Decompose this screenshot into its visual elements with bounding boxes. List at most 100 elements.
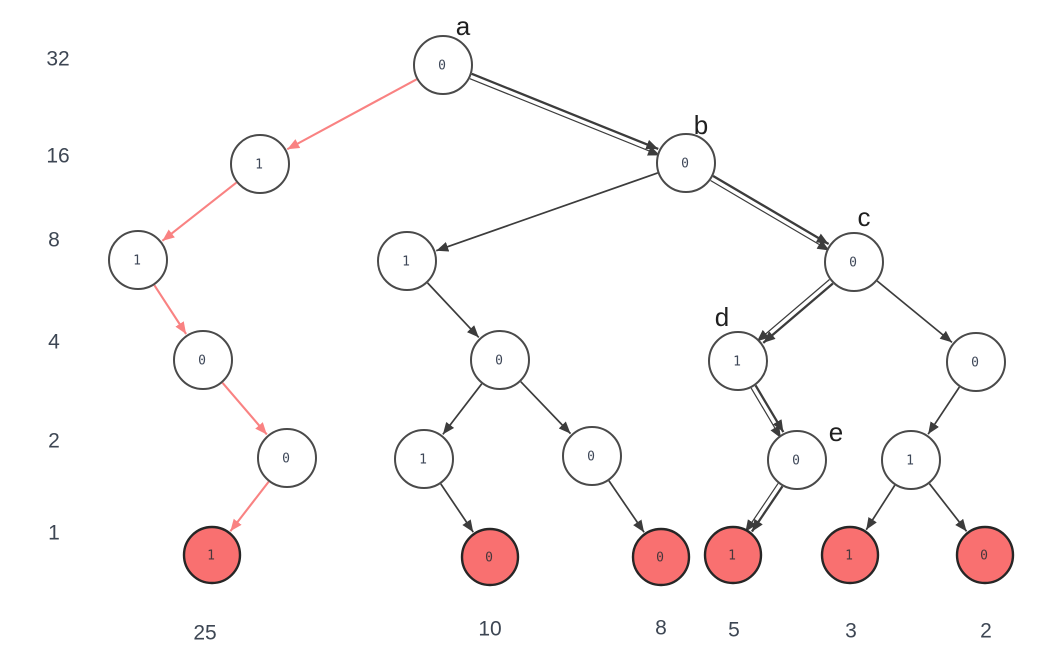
node-digit: 1 bbox=[728, 549, 736, 564]
node-circle bbox=[173, 330, 233, 390]
bottom-label-3: 3 bbox=[845, 620, 857, 643]
node-n8M: 1 bbox=[377, 231, 437, 291]
node-circle bbox=[108, 230, 168, 290]
edge-c-d-thick bbox=[762, 282, 834, 344]
node-leaf8: 0 bbox=[631, 527, 691, 587]
node-digit: 1 bbox=[906, 454, 914, 469]
node-digit: 0 bbox=[282, 452, 290, 467]
edge-n2R-leaf2 bbox=[928, 483, 968, 532]
node-n2M1: 1 bbox=[394, 429, 454, 489]
node-circle bbox=[377, 231, 437, 291]
leaf-node-circle bbox=[631, 527, 691, 587]
edge-e-leaf5-thin bbox=[744, 483, 779, 533]
nodes-layer: 0 a 1 0 b 1 1 0 c 0 0 1 d 0 0 1 0 0 e 1 1 0 0 1 1 0 bbox=[108, 11, 1015, 587]
edge-n8L-n4L bbox=[153, 284, 187, 335]
node-digit: 1 bbox=[419, 453, 427, 468]
edge-n2M1-leaf10 bbox=[440, 483, 474, 533]
node-digit: 0 bbox=[198, 354, 206, 369]
node-digit: 0 bbox=[849, 256, 857, 271]
edge-n4M-n2M1 bbox=[442, 383, 483, 435]
node-digit: 0 bbox=[438, 59, 446, 74]
bottom-label-25: 25 bbox=[193, 622, 216, 645]
node-circle bbox=[230, 134, 290, 194]
edge-n4L-n2L bbox=[221, 382, 268, 436]
node-b: 0 bbox=[656, 133, 716, 193]
node-digit: 0 bbox=[980, 549, 988, 564]
node-digit: 1 bbox=[133, 254, 141, 269]
row-label-2: 2 bbox=[48, 430, 60, 453]
edge-a-n16 bbox=[286, 78, 418, 151]
row-label-16: 16 bbox=[46, 145, 69, 168]
node-tag-c: c bbox=[858, 202, 871, 232]
edge-b-c-thin bbox=[710, 179, 830, 252]
row-label-1: 1 bbox=[48, 522, 60, 545]
node-n4M: 0 bbox=[470, 330, 530, 390]
node-tag-e: e bbox=[829, 417, 843, 447]
edge-d-e-thin bbox=[750, 387, 782, 439]
edge-e-leaf5-thick bbox=[750, 485, 784, 533]
node-n16: 1 bbox=[230, 134, 290, 194]
leaf-node-circle bbox=[460, 527, 520, 587]
node-tag-a: a bbox=[456, 11, 471, 41]
node-circle bbox=[413, 35, 473, 95]
node-leaf2: 0 bbox=[955, 525, 1015, 585]
node-n2L: 0 bbox=[257, 428, 317, 488]
node-digit: 1 bbox=[733, 355, 741, 370]
node-digit: 0 bbox=[656, 551, 664, 566]
edge-d-e-thick bbox=[754, 384, 785, 433]
edges-layer bbox=[153, 72, 968, 533]
node-digit: 0 bbox=[485, 551, 493, 566]
node-circle bbox=[562, 426, 622, 486]
node-digit: 0 bbox=[495, 354, 503, 369]
edge-n2R-leaf3 bbox=[865, 484, 896, 531]
node-digit: 1 bbox=[255, 158, 263, 173]
node-e: 0 bbox=[767, 430, 827, 490]
edge-n4R-n2R bbox=[927, 386, 961, 435]
edge-n4M-n2M2 bbox=[520, 381, 572, 435]
node-digit: 0 bbox=[792, 454, 800, 469]
node-digit: 0 bbox=[681, 157, 689, 172]
node-circle bbox=[394, 429, 454, 489]
node-circle bbox=[656, 133, 716, 193]
node-c: 0 bbox=[824, 232, 884, 292]
row-label-32: 32 bbox=[46, 48, 69, 71]
node-n2R: 1 bbox=[881, 430, 941, 490]
node-digit: 0 bbox=[587, 450, 595, 465]
node-circle bbox=[470, 330, 530, 390]
edge-a-b-thick bbox=[471, 72, 659, 151]
edge-b-c-thick bbox=[712, 174, 830, 246]
edge-n8M-n4M bbox=[426, 282, 480, 338]
bottom-label-5: 5 bbox=[728, 619, 740, 642]
node-leaf3: 1 bbox=[820, 525, 880, 585]
node-a: 0 bbox=[413, 35, 473, 95]
node-circle bbox=[824, 232, 884, 292]
node-n8L: 1 bbox=[108, 230, 168, 290]
node-digit: 1 bbox=[402, 255, 410, 270]
edge-n2M2-leaf8 bbox=[608, 480, 645, 533]
bottom-label-10: 10 bbox=[478, 618, 501, 641]
node-tag-d: d bbox=[715, 302, 729, 332]
edge-n2L-leaf25 bbox=[229, 481, 270, 532]
edge-c-d-thin bbox=[756, 279, 830, 342]
leaf-node-circle bbox=[955, 525, 1015, 585]
node-circle bbox=[946, 332, 1006, 392]
node-digit: 1 bbox=[207, 549, 215, 564]
bottom-label-8: 8 bbox=[655, 617, 667, 640]
leaf-node-circle bbox=[703, 525, 763, 585]
edge-b-n8M bbox=[435, 172, 658, 252]
node-digit: 0 bbox=[971, 356, 979, 371]
node-leaf25: 1 bbox=[182, 525, 242, 585]
edge-c-n4R bbox=[876, 280, 953, 344]
node-n2M2: 0 bbox=[562, 426, 622, 486]
edge-n16-n8L bbox=[161, 181, 238, 242]
node-circle bbox=[708, 331, 768, 391]
node-tag-b: b bbox=[694, 110, 708, 140]
leaf-node-circle bbox=[820, 525, 880, 585]
node-n4L: 0 bbox=[173, 330, 233, 390]
row-label-8: 8 bbox=[48, 229, 60, 252]
bottom-label-2: 2 bbox=[980, 620, 992, 643]
edge-a-b-thin bbox=[469, 78, 661, 156]
